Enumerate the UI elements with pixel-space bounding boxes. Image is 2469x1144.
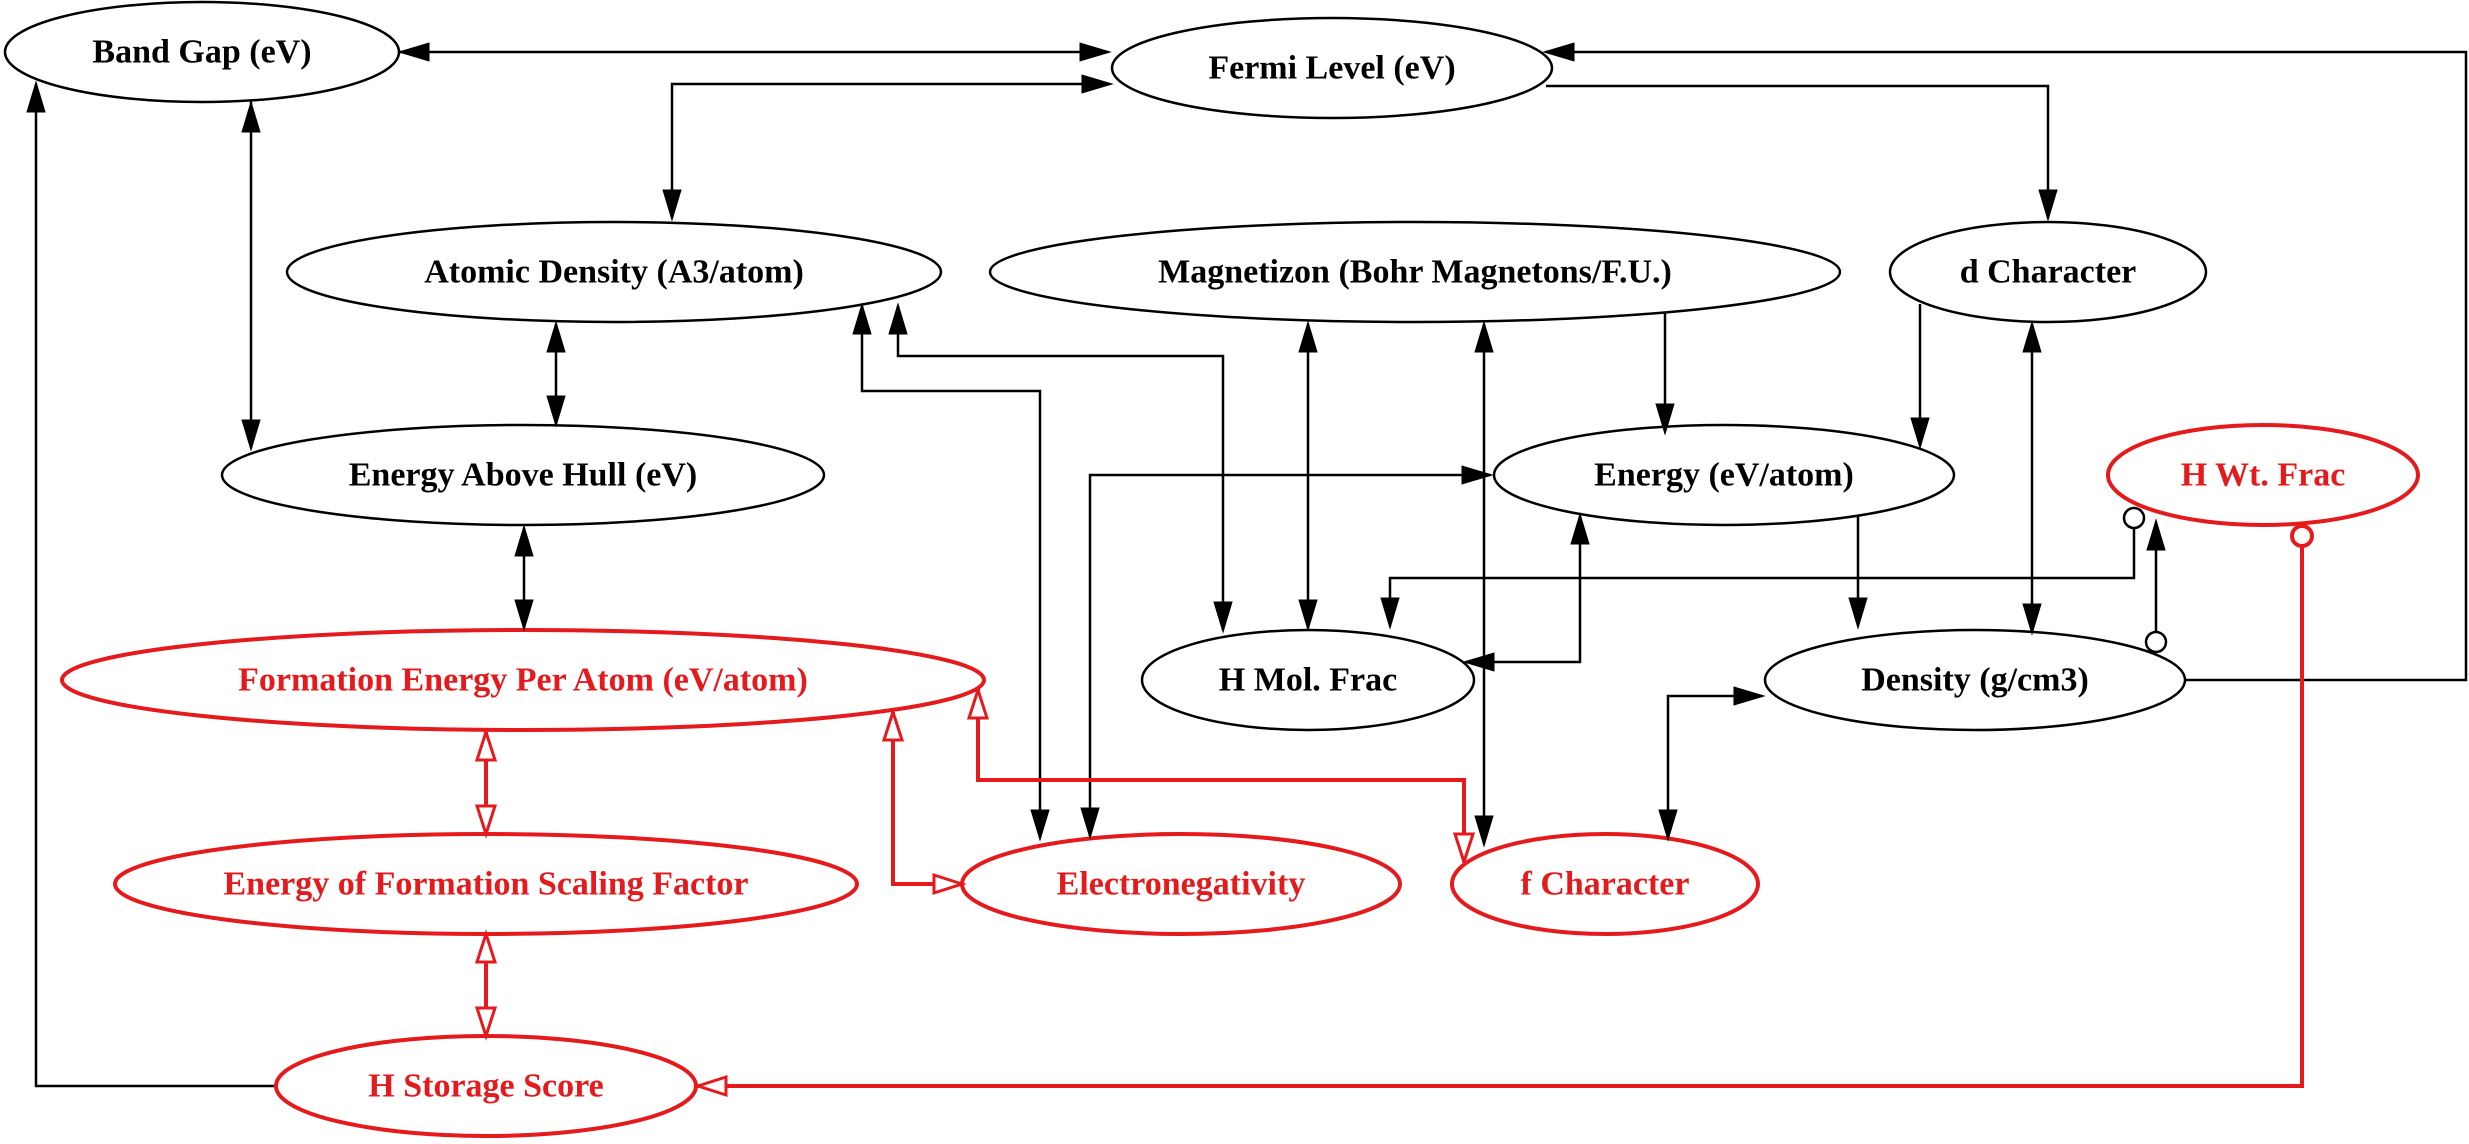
edge-hwt-hmol <box>1388 528 2136 626</box>
arrowhead <box>1461 465 1494 485</box>
energy-above-hull-label: Energy Above Hull (eV) <box>349 457 697 494</box>
arrowhead <box>2022 320 2042 353</box>
node-energy: Energy (eV/atom) <box>1492 423 1956 527</box>
magnetization-label: Magnetizon (Bohr Magnetons/F.U.) <box>1158 254 1672 291</box>
arrowhead <box>474 929 498 964</box>
arrowhead <box>1380 597 1400 630</box>
arrowhead <box>2146 518 2166 551</box>
arrowhead <box>546 320 566 353</box>
arrowhead <box>1080 807 1100 840</box>
arrowhead <box>1848 597 1868 630</box>
arrowhead <box>1030 809 1050 842</box>
arrowhead <box>966 685 990 720</box>
h-storage-score-label: H Storage Score <box>368 1068 603 1105</box>
density-label: Density (g/cm3) <box>1861 662 2089 699</box>
edge-formation-electroneg <box>891 712 966 886</box>
circle-endpoint <box>2290 524 2314 548</box>
node-formation-energy: Formation Energy Per Atom (eV/atom) <box>60 628 986 732</box>
scaling-factor-label: Energy of Formation Scaling Factor <box>223 866 748 903</box>
node-band-gap: Band Gap (eV) <box>3 0 401 104</box>
atomic-density-label: Atomic Density (A3/atom) <box>424 254 804 291</box>
arrowhead <box>514 599 534 632</box>
arrowhead <box>1452 832 1476 867</box>
arrowhead <box>662 189 682 222</box>
band-gap-label: Band Gap (eV) <box>92 34 311 71</box>
edge-atomicdensity-hmol <box>896 306 1225 630</box>
node-atomic-density: Atomic Density (A3/atom) <box>285 220 943 324</box>
edge-density-fchar <box>1666 694 1762 838</box>
arrowhead <box>1213 601 1233 634</box>
energy-label: Energy (eV/atom) <box>1594 457 1854 494</box>
edge-score-bandgap <box>34 84 276 1088</box>
fermi-level-label: Fermi Level (eV) <box>1208 50 1455 87</box>
arrowhead <box>1079 42 1112 62</box>
node-h-storage-score: H Storage Score <box>274 1034 698 1138</box>
arrowhead <box>241 100 261 133</box>
arrowhead <box>1474 815 1494 848</box>
node-scaling-factor: Energy of Formation Scaling Factor <box>113 832 859 936</box>
node-h-mol-frac: H Mol. Frac <box>1140 628 1476 732</box>
arrowhead <box>1542 42 1575 62</box>
endpoints-layer <box>26 42 2314 1098</box>
node-f-character: f Character <box>1450 832 1760 936</box>
circle-endpoint <box>2144 630 2168 654</box>
nodes-layer: Band Gap (eV) Fermi Level (eV) Atomic De… <box>3 0 2420 1138</box>
arrowhead <box>546 395 566 428</box>
arrowhead <box>474 804 498 839</box>
edge-fermi-atomicdensity <box>670 82 1110 218</box>
arrowhead <box>1658 809 1678 842</box>
d-character-label: d Character <box>1960 254 2137 291</box>
arrowhead <box>881 707 905 742</box>
node-electronegativity: Electronegativity <box>960 832 1402 936</box>
edge-density-fermi <box>1546 50 2468 682</box>
node-energy-above-hull: Energy Above Hull (eV) <box>220 423 826 527</box>
node-magnetization: Magnetizon (Bohr Magnetons/F.U.) <box>988 220 1842 324</box>
arrowhead <box>1910 417 1930 450</box>
arrowhead <box>932 872 967 896</box>
arrowhead <box>1462 652 1495 672</box>
node-density: Density (g/cm3) <box>1763 628 2187 732</box>
arrowhead <box>474 727 498 762</box>
arrowhead <box>1655 403 1675 436</box>
electronegativity-label: Electronegativity <box>1057 866 1306 903</box>
arrowhead <box>1733 686 1766 706</box>
arrowhead <box>888 302 908 335</box>
arrowhead <box>1474 320 1494 353</box>
arrowhead <box>852 302 872 335</box>
f-character-label: f Character <box>1521 866 1690 903</box>
arrowhead <box>2038 189 2058 222</box>
arrowhead <box>1298 599 1318 632</box>
arrowhead <box>514 524 534 557</box>
arrowhead <box>26 80 46 113</box>
h-mol-frac-label: H Mol. Frac <box>1219 662 1397 699</box>
edge-hwt-score <box>696 546 2304 1088</box>
edge-atomicdensity-electroneg <box>860 306 1042 838</box>
arrowhead <box>474 1006 498 1041</box>
circle-endpoint <box>2122 506 2146 530</box>
arrowhead <box>2022 603 2042 636</box>
edge-energy-hmol <box>1466 516 1582 664</box>
formation-energy-label: Formation Energy Per Atom (eV/atom) <box>238 662 808 699</box>
arrowhead <box>241 419 261 452</box>
edge-electroneg-energy <box>1088 473 1490 836</box>
arrowhead <box>693 1074 728 1098</box>
arrowhead <box>397 42 430 62</box>
node-fermi-level: Fermi Level (eV) <box>1110 16 1554 120</box>
arrowhead <box>1570 512 1590 545</box>
edge-fermi-dchar <box>1546 84 2050 218</box>
arrowhead <box>1298 320 1318 353</box>
arrowhead <box>1081 74 1114 94</box>
node-h-wt-frac: H Wt. Frac <box>2106 423 2420 527</box>
node-d-character: d Character <box>1888 220 2208 324</box>
h-wt-frac-label: H Wt. Frac <box>2181 457 2346 494</box>
